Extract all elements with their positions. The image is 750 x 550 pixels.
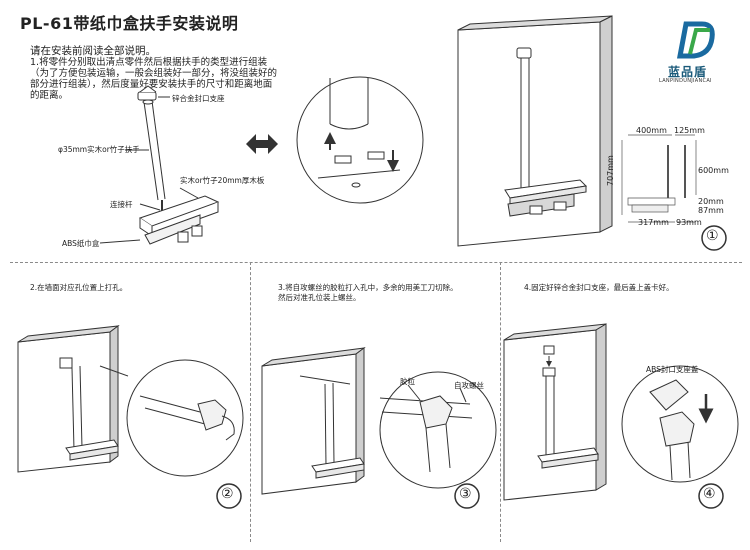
double-arrow-icon — [246, 134, 278, 154]
dimension-drawing — [621, 134, 697, 223]
section-divider-horizontal — [10, 262, 742, 263]
label-rod: 连接杆 — [110, 200, 133, 209]
dim-total-height: 707mm — [606, 155, 615, 186]
dim-box-width: 317mm — [638, 218, 669, 227]
dim-depth: 125mm — [674, 126, 705, 135]
step4-text: 4.固定好锌合金封口支座，最后盖上盖卡好。 — [524, 283, 674, 292]
step1-number: ① — [706, 228, 719, 244]
step3-number: ③ — [459, 486, 472, 502]
section-divider-vertical-2 — [500, 262, 501, 542]
step3-text-line1: 3.将自攻螺丝的胶粒打入孔中，多余的用美工刀切除。 — [278, 283, 458, 292]
exploded-grab-bar — [99, 85, 220, 245]
dim-tube-height: 600mm — [698, 166, 729, 175]
step4-number: ④ — [703, 486, 716, 502]
logo-subtitle: LANPINDUNJIANCAI — [659, 78, 712, 84]
step2-text: 2.在墙面对应孔位置上打孔。 — [30, 283, 128, 292]
label-box: ABS纸巾盒 — [62, 239, 100, 248]
label-screw: 自攻螺丝 — [454, 381, 484, 390]
dim-plate-thickness: 20mm — [698, 197, 724, 206]
intro-text: 请在安装前阅读全部说明。 1.将零件分别取出清点零件然后根据扶手的类型进行组装（… — [30, 45, 280, 102]
step3-drawing — [261, 347, 497, 495]
intro-body: 1.将零件分别取出清点零件然后根据扶手的类型进行组装（为了方便包装运输，一般会组… — [30, 57, 278, 101]
installed-wall-view — [457, 15, 613, 247]
step2-drawing — [17, 325, 244, 477]
dim-width: 400mm — [636, 126, 667, 135]
label-dowel: 胶粒 — [400, 377, 415, 386]
step3-text-line2: 然后对准孔位装上螺丝。 — [278, 293, 361, 302]
label-plate: 实木or竹子20mm厚木板 — [180, 176, 265, 185]
label-cap-cover: ABS封口支座盖 — [646, 365, 699, 374]
step2-number: ② — [221, 486, 234, 502]
dim-box-height: 87mm — [698, 206, 724, 215]
section-divider-vertical-1 — [250, 262, 251, 542]
label-tube: φ35mm实木or竹子扶手 — [58, 145, 140, 154]
page-title: PL-61带纸巾盒扶手安装说明 — [20, 14, 239, 33]
intro-heading: 请在安装前阅读全部说明。 — [30, 45, 156, 57]
dim-box-depth: 93mm — [676, 218, 702, 227]
detail-circle-wall-holes — [296, 76, 424, 204]
step4-drawing — [503, 323, 739, 501]
logo-name: 蓝品盾 — [668, 65, 708, 79]
label-cap-support: 锌合金封口支座 — [172, 94, 225, 103]
